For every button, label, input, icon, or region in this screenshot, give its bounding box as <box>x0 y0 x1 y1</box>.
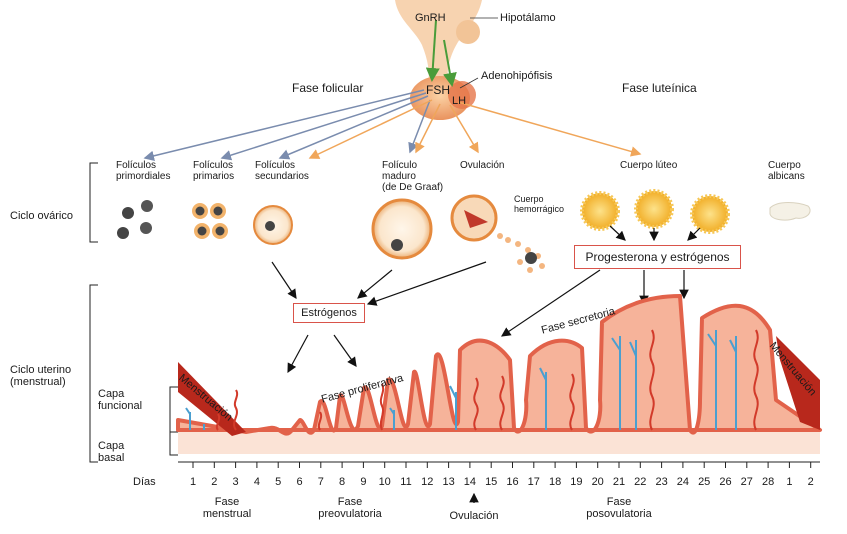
follicular-phase-label: Fase folicular <box>292 81 364 95</box>
day-number: 5 <box>275 476 282 488</box>
fsh-label: FSH <box>426 83 450 97</box>
brackets <box>89 162 178 463</box>
lh-arrows <box>308 99 642 159</box>
stage-corpus-luteum-label: Cuerpo lúteo <box>620 160 678 171</box>
day-number: 4 <box>253 476 260 488</box>
day-number: 17 <box>527 476 540 488</box>
day-number: 24 <box>676 476 690 488</box>
day-number: 26 <box>719 476 732 488</box>
day-number: 9 <box>360 476 367 488</box>
day-number: 15 <box>485 476 498 488</box>
flow-arrows <box>271 225 701 503</box>
corpus-luteum <box>580 189 730 234</box>
day-number: 28 <box>761 476 775 488</box>
day-number: 12 <box>421 476 434 488</box>
lh-label: LH <box>452 95 467 107</box>
day-number: 10 <box>378 476 391 488</box>
day-number: 8 <box>339 476 346 488</box>
follicles-primordial <box>117 200 153 239</box>
day-number: 11 <box>400 476 412 488</box>
day-number: 14 <box>463 476 477 488</box>
stage-ovulation-label: Ovulación <box>460 160 505 171</box>
follicles-primary <box>192 203 228 239</box>
day-number: 6 <box>296 476 303 488</box>
day-number: 19 <box>570 476 583 488</box>
gnrh-label: GnRH <box>415 12 446 24</box>
uterine-cycle-label: Ciclo uterino(menstrual) <box>10 364 72 388</box>
progesterone-estrogens-box: Progesterona y estrógenos <box>574 245 741 269</box>
fsh-arrows <box>143 89 431 161</box>
ovarian-cycle-label: Ciclo ovárico <box>10 210 73 222</box>
luteal-phase-label: Fase luteínica <box>622 81 697 95</box>
pituitary-gland-illustration <box>395 0 498 120</box>
day-number: 20 <box>591 476 604 488</box>
ovulation-day-label: Ovulación <box>449 510 499 522</box>
adenohypophysis-label: Adenohipófisis <box>481 70 553 82</box>
day-number: 7 <box>317 476 324 488</box>
ovulation-follicle <box>450 194 545 273</box>
day-number: 1 <box>786 476 793 488</box>
corpus-albicans <box>769 202 811 221</box>
day-number: 13 <box>442 476 455 488</box>
day-number: 1 <box>189 476 197 488</box>
endometrium-illustration <box>176 294 822 454</box>
day-number: 18 <box>548 476 562 488</box>
day-number: 16 <box>506 476 519 488</box>
day-number: 25 <box>698 476 711 488</box>
day-number: 22 <box>634 476 647 488</box>
hypothalamus-label: Hipotálamo <box>500 12 556 24</box>
day-number: 23 <box>655 476 668 488</box>
day-number: 3 <box>232 476 239 488</box>
follicle-mature <box>371 198 433 260</box>
day-number: 2 <box>807 476 814 488</box>
days-label: Días <box>133 476 156 488</box>
follicle-secondary <box>253 205 293 245</box>
day-number: 2 <box>211 476 218 488</box>
day-number: 27 <box>740 476 753 488</box>
day-number: 21 <box>612 476 626 488</box>
estrogens-box: Estrógenos <box>293 303 365 323</box>
